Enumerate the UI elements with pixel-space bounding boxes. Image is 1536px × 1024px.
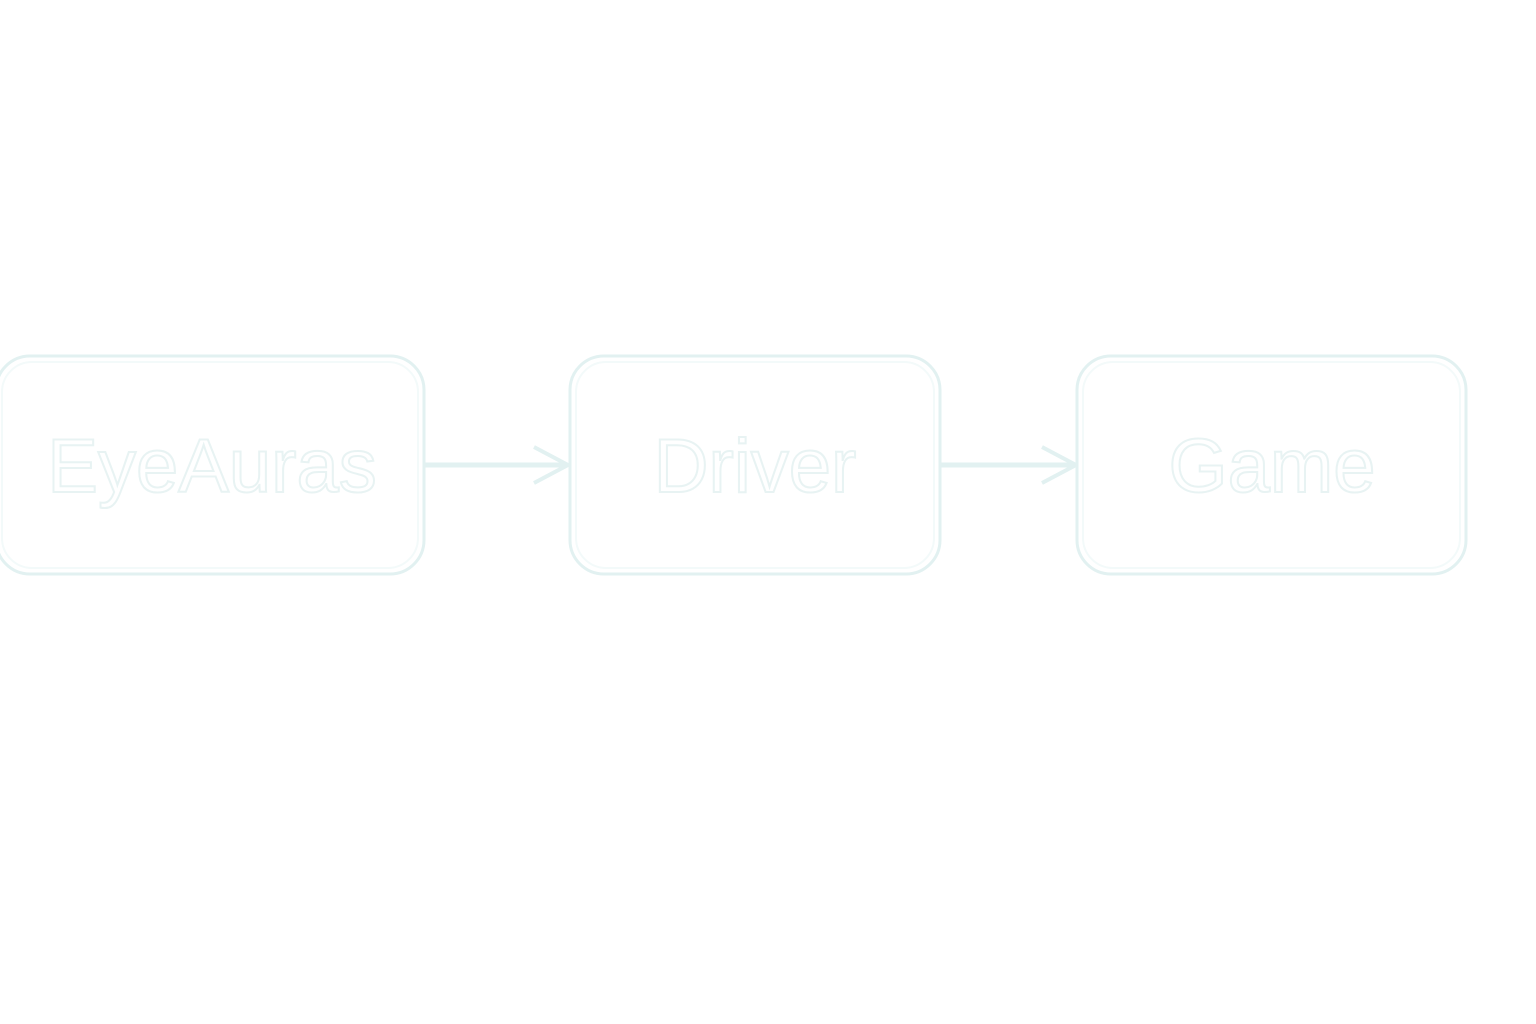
edge-driver-to-game — [940, 445, 1078, 485]
node-driver-box-inner — [575, 361, 935, 569]
edge-eyeauras-to-driver — [424, 445, 570, 485]
node-driver: Driver — [568, 354, 942, 576]
node-eyeauras-box-inner — [1, 361, 419, 569]
node-game-label: Game — [1169, 424, 1376, 509]
node-driver-label: Driver — [654, 424, 857, 509]
node-game: Game — [1075, 354, 1468, 576]
node-eyeauras-label: EyeAuras — [47, 424, 377, 509]
node-game-box-inner — [1082, 361, 1461, 569]
edge-eyeauras-to-driver-arrowhead — [533, 445, 570, 485]
node-eyeauras: EyeAuras — [0, 354, 426, 576]
node-game-box-outer — [1075, 354, 1468, 576]
